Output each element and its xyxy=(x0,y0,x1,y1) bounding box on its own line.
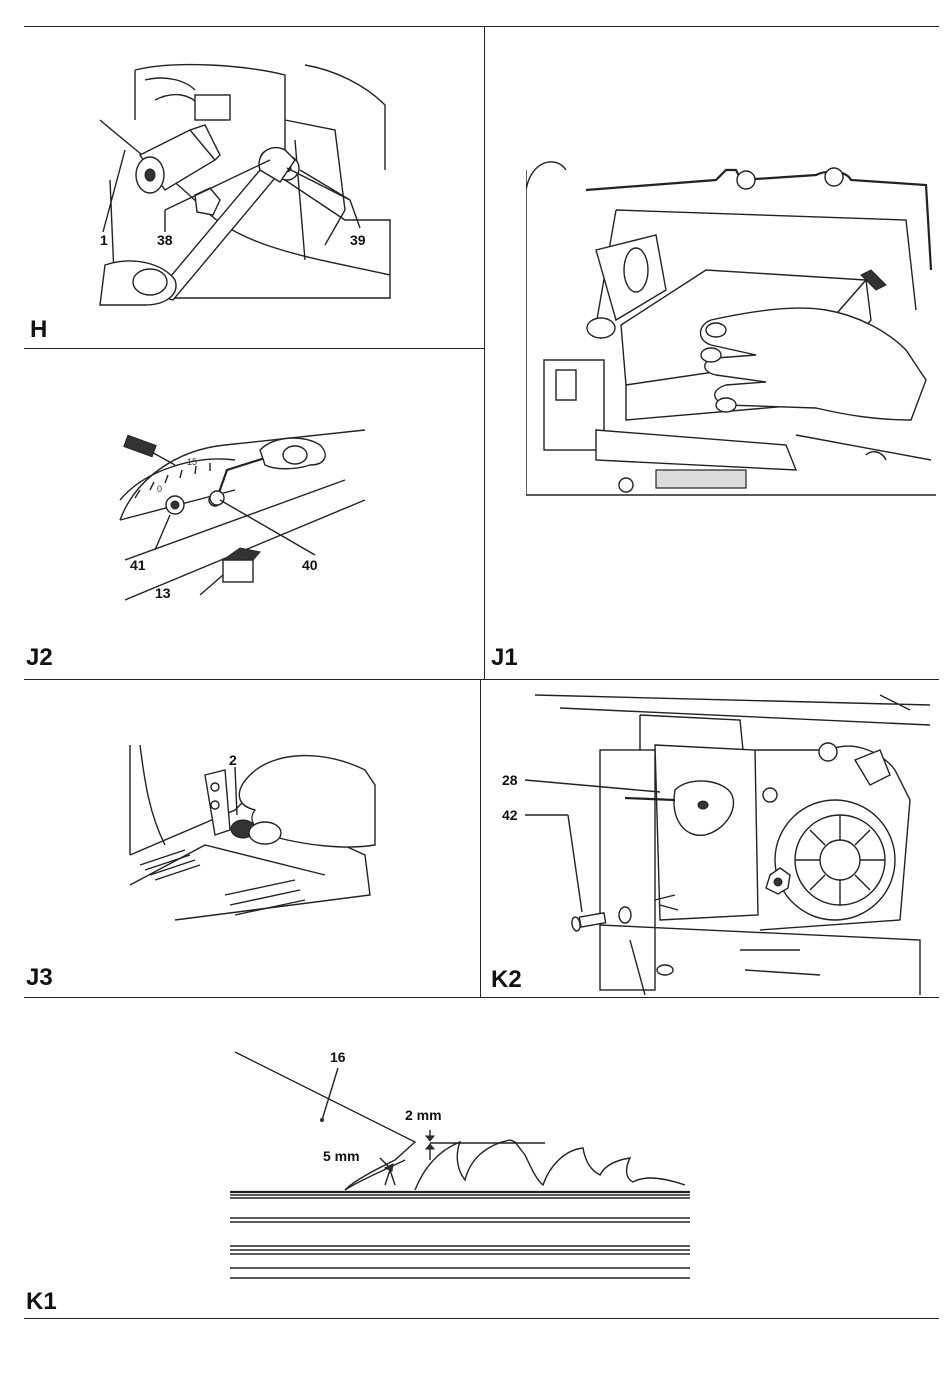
vertical-divider-lower xyxy=(480,679,481,997)
callout-1: 1 xyxy=(100,232,108,248)
callout-42: 42 xyxy=(502,807,518,823)
callout-13: 13 xyxy=(155,585,171,601)
figure-label-h: H xyxy=(30,318,47,342)
callout-28: 28 xyxy=(502,772,518,788)
scale-15: 15 xyxy=(187,457,197,467)
h-panel-bottom-rule xyxy=(24,348,484,349)
figure-j2-illustration: 15 0 41 40 13 xyxy=(115,420,375,605)
figure-label-k1: K1 xyxy=(26,1290,57,1314)
scale-0: 0 xyxy=(157,484,162,494)
callout-38: 38 xyxy=(157,232,173,248)
k2-row-bottom-rule xyxy=(24,997,939,998)
callout-16: 16 xyxy=(330,1049,346,1065)
figure-j3-illustration: 2 xyxy=(125,745,380,925)
top-rule xyxy=(24,26,939,27)
figure-label-j3: J3 xyxy=(26,966,53,990)
callout-41: 41 xyxy=(130,557,146,573)
j-row-bottom-rule xyxy=(24,679,939,680)
figure-label-j2: J2 xyxy=(26,646,53,670)
figure-k2-illustration: 28 42 xyxy=(500,690,930,995)
figure-j1-illustration xyxy=(526,150,936,510)
figure-k1-illustration: 16 2 mm 5 mm xyxy=(225,1040,700,1285)
vertical-divider-upper xyxy=(484,27,485,679)
callout-2: 2 xyxy=(229,752,237,768)
callout-39: 39 xyxy=(350,232,366,248)
callout-2mm: 2 mm xyxy=(405,1107,442,1123)
callout-40: 40 xyxy=(302,557,318,573)
callout-5mm: 5 mm xyxy=(323,1148,360,1164)
figure-label-j1: J1 xyxy=(491,646,518,670)
figure-h-illustration: 1 38 39 xyxy=(95,60,395,310)
bottom-rule xyxy=(24,1318,939,1319)
